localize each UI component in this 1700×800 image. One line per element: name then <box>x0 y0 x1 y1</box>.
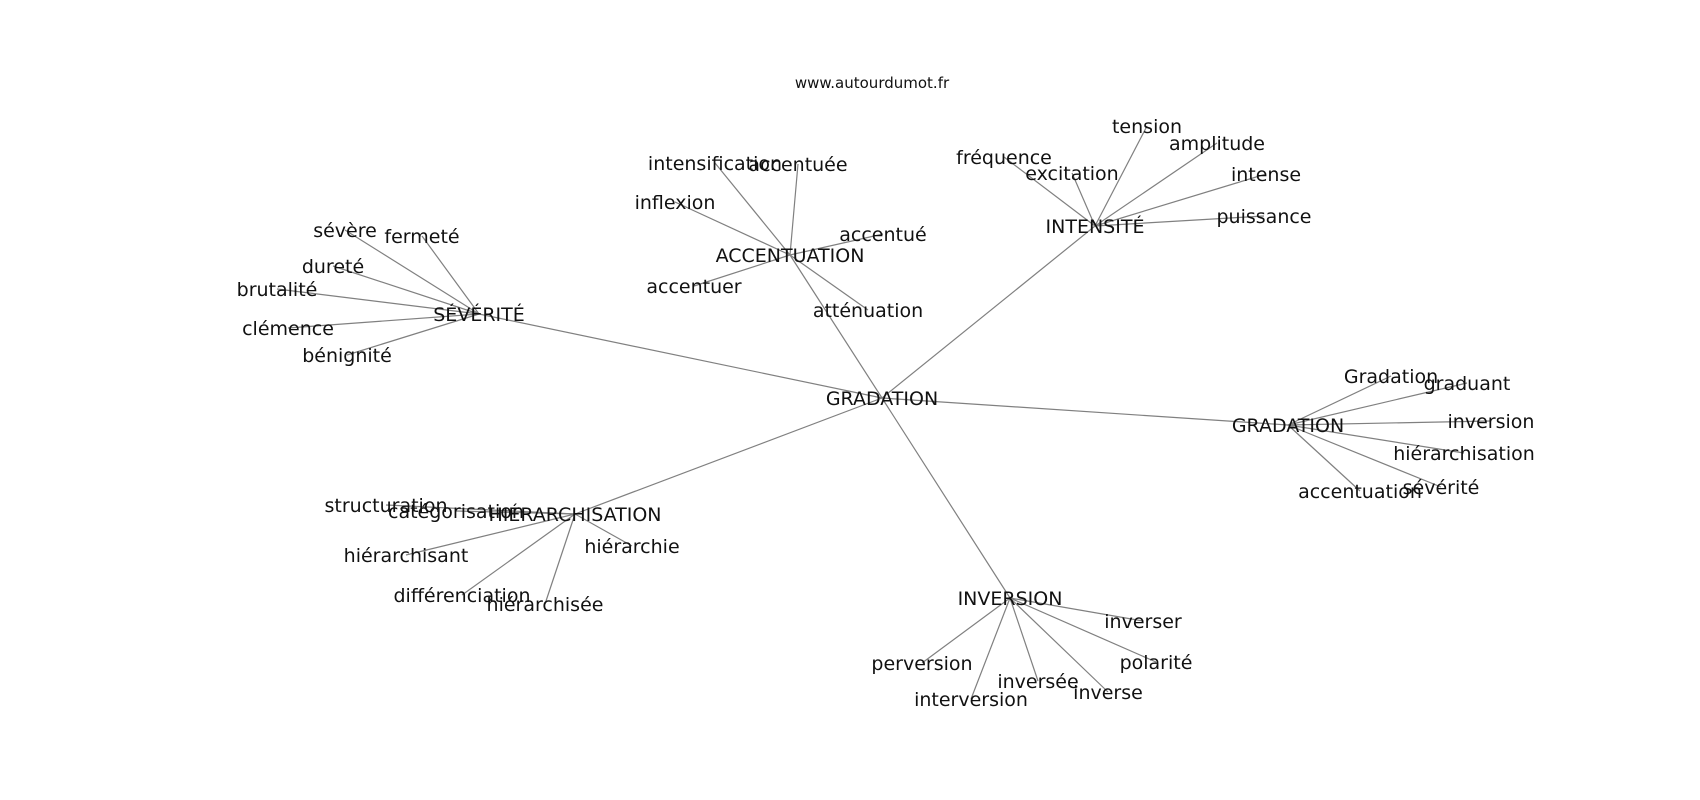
leaf-node-interversion: interversion <box>914 689 1028 711</box>
hub-node-inversion: INVERSION <box>958 588 1063 610</box>
leaf-node-inversion: inversion <box>1448 411 1535 433</box>
edge-accentuation-attenuation <box>789 254 869 311</box>
leaf-node-accentuation: accentuation <box>1298 481 1422 503</box>
leaf-node-clemence: clémence <box>242 318 334 340</box>
edge-intensite-tension <box>1094 125 1148 227</box>
edge-intensite-puissance <box>1094 215 1265 227</box>
edge-hierarchisation-differenciation <box>461 513 576 596</box>
leaf-node-tension: tension <box>1112 116 1182 138</box>
edge-severite-fermete <box>421 235 480 315</box>
edge-hierarchisation-hierarchisant <box>405 513 576 556</box>
leaf-node-durete: dureté <box>302 256 364 278</box>
edge-center-accentuation <box>789 254 883 399</box>
hub-node-hierarchisation: HIÉRARCHISATION <box>488 503 661 526</box>
edge-gradation-hierarchisation <box>1287 424 1465 454</box>
edge-severite-benignite <box>346 313 480 356</box>
leaf-node-inverser: inverser <box>1104 611 1182 633</box>
leaf-node-brutalite: brutalité <box>237 279 318 301</box>
edge-inversion-interversion <box>970 597 1011 700</box>
edge-gradation-graduant <box>1287 382 1468 426</box>
edge-accentuation-inflexion <box>674 201 791 256</box>
edge-intensite-excitation <box>1071 172 1096 227</box>
leaf-node-inversee: inversée <box>997 671 1078 693</box>
edge-center-gradation <box>881 397 1289 426</box>
edge-accentuation-intensification <box>714 162 791 256</box>
edge-inversion-inverser <box>1009 597 1144 622</box>
leaf-node-gradation: Gradation <box>1344 366 1438 388</box>
edge-accentuation-accentue <box>789 233 884 256</box>
source-label: www.autourdumot.fr <box>795 74 950 92</box>
leaf-node-fermete: fermeté <box>384 226 459 248</box>
edge-hierarchisation-hierarchisee <box>544 513 576 605</box>
edge-hierarchisation-categorisation <box>455 510 576 515</box>
edge-center-hierarchisation <box>574 397 883 515</box>
edge-severite-brutalite <box>276 288 480 315</box>
leaf-node-intensification: intensification <box>648 153 782 175</box>
edge-hierarchisation-hierarchie <box>574 513 633 547</box>
edge-accentuation-accentuer <box>693 254 791 287</box>
leaf-node-polarite: polarité <box>1120 652 1193 674</box>
leaf-node-hierarchisee: hiérarchisée <box>487 594 604 616</box>
leaf-node-puissance: puissance <box>1217 206 1312 228</box>
leaf-node-severite: sévérité <box>1403 477 1480 499</box>
leaf-node-categorisation: catégorisation <box>388 501 524 523</box>
edge-accentuation-accentuee <box>789 163 799 256</box>
edge-gradation-severite <box>1287 424 1442 488</box>
leaf-node-intense: intense <box>1231 164 1301 186</box>
leaf-node-excitation: excitation <box>1025 163 1118 185</box>
edge-inversion-perversion <box>921 597 1011 664</box>
leaf-node-severe: sévère <box>313 220 377 242</box>
leaf-node-inverse: inverse <box>1073 682 1143 704</box>
leaf-node-accentuee: accentuée <box>748 154 847 176</box>
hub-node-severite: SÉVÉRITÉ <box>433 303 524 326</box>
graph-labels: www.autourdumot.fr GRADATION SÉVÉRITÉ sévè… <box>237 74 1535 711</box>
edge-gradation-inversion <box>1287 420 1492 426</box>
leaf-node-accentuer: accentuer <box>646 276 741 298</box>
edge-gradation-gradation <box>1287 375 1392 426</box>
edge-inversion-inverse <box>1009 597 1109 693</box>
edge-intensite-amplitude <box>1094 142 1218 227</box>
graph-edges <box>276 125 1492 700</box>
leaf-node-attenuation: atténuation <box>813 300 923 322</box>
hub-node-gradation: GRADATION <box>1232 415 1344 437</box>
leaf-node-accentue: accentué <box>839 224 926 246</box>
leaf-node-hierarchisant: hiérarchisant <box>344 545 469 567</box>
leaf-node-inflexion: inflexion <box>635 192 716 214</box>
leaf-node-benignite: bénignité <box>302 345 392 367</box>
edge-intensite-frequence <box>1003 156 1096 227</box>
edge-center-inversion <box>881 397 1011 599</box>
edge-gradation-accentuation <box>1287 424 1361 492</box>
edge-severite-severe <box>344 229 480 315</box>
edge-center-intensite <box>881 225 1096 399</box>
hub-node-accentuation: ACCENTUATION <box>716 245 865 267</box>
center-node-label: GRADATION <box>826 388 938 410</box>
leaf-node-perversion: perversion <box>871 653 972 675</box>
edge-center-severite <box>478 313 883 399</box>
edge-inversion-polarite <box>1009 597 1157 663</box>
leaf-node-frequence: fréquence <box>956 147 1052 169</box>
edge-hierarchisation-structuration <box>385 504 576 515</box>
leaf-node-graduant: graduant <box>1424 373 1511 395</box>
leaf-node-hierarchisation: hiérarchisation <box>1393 443 1535 465</box>
edge-severite-clemence <box>287 313 480 329</box>
edge-severite-durete <box>332 265 480 315</box>
edge-intensite-intense <box>1094 173 1267 227</box>
leaf-node-differenciation: différenciation <box>393 585 530 607</box>
leaf-node-structuration: structuration <box>325 495 448 517</box>
hub-node-intensite: INTENSITÉ <box>1046 215 1145 238</box>
leaf-node-hierarchie: hiérarchie <box>584 536 679 558</box>
edge-inversion-inversee <box>1009 597 1039 682</box>
leaf-node-amplitude: amplitude <box>1169 133 1265 155</box>
